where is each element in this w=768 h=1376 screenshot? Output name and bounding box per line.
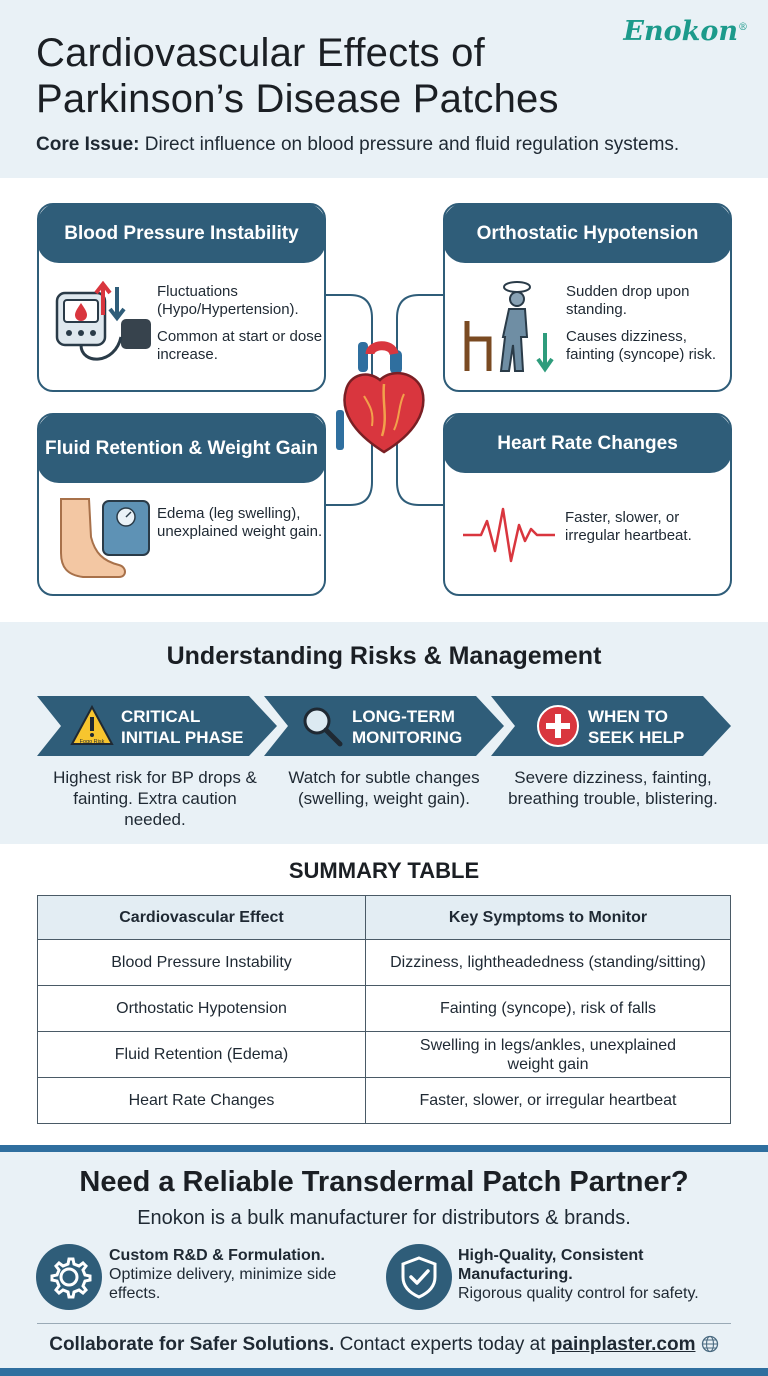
registered-mark: ® [738,22,748,33]
core-issue-label: Core Issue: [36,134,140,155]
heartbeat-line-icon [463,507,555,563]
cta-section [0,1152,768,1368]
magnifier-icon [303,707,343,747]
feature-manufacturing-title: High-Quality, Consistent Manufacturing. [458,1247,644,1283]
card-fluid-retention-text: Edema (leg swelling), unexplained weight… [157,505,323,550]
table-row: Blood Pressure Instability Dizziness, li… [37,939,731,986]
footer-bottom-bar [0,1368,768,1376]
gear-icon [36,1244,102,1310]
risk-desc-3: Severe dizziness, fainting, breathing tr… [508,768,718,808]
table-cell-symptoms: Swelling in legs/ankles, unexplained wei… [365,1031,731,1078]
cta-subtitle: Enokon is a bulk manufacturer for distri… [137,1207,631,1229]
feature-manufacturing-text: Rigorous quality control for safety. [458,1285,699,1302]
card-orthostatic-line1: Sudden drop upon standing. [566,283,690,318]
card-heart-rate: Heart Rate Changes Faster, slower, or ir… [443,413,732,596]
footer-divider [37,1323,731,1324]
cta-title: Need a Reliable Transdermal Patch Partne… [79,1166,689,1198]
card-fluid-retention-title: Fluid Retention & Weight Gain [37,413,326,483]
table-header-symptoms: Key Symptoms to Monitor [365,895,731,940]
cta-top-bar [0,1145,768,1152]
risk-desc-2: Watch for subtle changes (swelling, weig… [288,768,480,808]
card-fluid-retention: Fluid Retention & Weight Gain Edema (leg… [37,413,326,596]
card-orthostatic: Orthostatic Hypotension Sudden drop upon… [443,203,732,392]
medical-cross-icon [537,705,579,747]
table-cell-effect: Fluid Retention (Edema) [37,1031,366,1078]
header-section [0,0,768,178]
foot-and-scale-icon [60,498,150,578]
table-row: Orthostatic Hypotension Fainting (syncop… [37,985,731,1032]
card-orthostatic-text: Sudden drop upon standing. Causes dizzin… [566,283,730,373]
table-cell-symptoms: Faster, slower, or irregular heartbeat [365,1077,731,1124]
footer-text: Contact experts today at [339,1334,546,1355]
card-blood-pressure-text: Fluctuations (Hypo/Hypertension). Common… [157,283,323,373]
footer-cta: Collaborate for Safer Solutions. Contact… [0,1334,768,1356]
brand-name: Enokon [623,16,738,47]
card-orthostatic-title: Orthostatic Hypotension [443,203,732,263]
brand-logo[interactable]: Enokon® [623,16,748,47]
card-blood-pressure-line1: Fluctuations (Hypo/Hypertension). [157,283,299,318]
card-fluid-retention-line1: Edema (leg swelling), unexplained weight… [157,505,323,540]
card-blood-pressure-line2: Common at start or dose increase. [157,328,323,363]
risk-label-1: CRITICAL INITIAL PHASE [121,707,244,747]
card-blood-pressure: Blood Pressure Instability Fluctuations … [37,203,326,392]
risk-label-2: LONG-TERM MONITORING [352,707,463,747]
footer-link[interactable]: painplaster.com [550,1334,696,1355]
card-orthostatic-line2: Causes dizziness, fainting (syncope) ris… [566,328,717,363]
card-heart-rate-line1: Faster, slower, or irregular heartbeat. [565,509,692,544]
core-issue-text: Direct influence on blood pressure and f… [144,134,680,155]
risk-desc-1: Highest risk for BP drops & fainting. Ex… [53,768,257,829]
connector-lines [326,294,443,506]
globe-icon [701,1335,718,1353]
table-header-row: Cardiovascular Effect Key Symptoms to Mo… [37,895,731,940]
feature-rnd-text: Optimize delivery, minimize side effects… [109,1266,337,1302]
table-cell-effect: Orthostatic Hypotension [37,985,366,1032]
summary-title: SUMMARY TABLE [288,858,480,883]
warning-icon: Fogo Risk [70,704,114,745]
card-heart-rate-title: Heart Rate Changes [443,413,732,473]
feature-rnd-title: Custom R&D & Formulation. [109,1247,325,1264]
table-cell-effect: Blood Pressure Instability [37,939,366,986]
anatomical-heart-icon [336,341,425,454]
table-cell-effect: Heart Rate Changes [37,1077,366,1124]
footer-bold: Collaborate for Safer Solutions. [49,1334,335,1355]
table-cell-symptoms: Fainting (syncope), risk of falls [365,985,731,1032]
warning-badge-text: Fogo Risk [80,739,105,745]
feature-rnd: Custom R&D & Formulation. Optimize deliv… [109,1246,359,1303]
risk-label-3: WHEN TO SEEK HELP [588,707,685,747]
table-row: Heart Rate Changes Faster, slower, or ir… [37,1077,731,1124]
shield-check-icon [386,1244,452,1310]
core-issue: Core Issue: Direct influence on blood pr… [36,134,679,156]
card-heart-rate-text: Faster, slower, or irregular heartbeat. [565,509,729,554]
table-cell-symptoms: Dizziness, lightheadedness (standing/sit… [365,939,731,986]
page-title: Cardiovascular Effects of Parkinson’s Di… [36,31,559,121]
feature-manufacturing: High-Quality, Consistent Manufacturing. … [458,1246,738,1303]
blood-pressure-monitor-icon [55,281,151,361]
card-blood-pressure-title: Blood Pressure Instability [37,203,326,263]
dizzy-person-standing-icon [464,281,554,373]
table-header-effect: Cardiovascular Effect [37,895,366,940]
table-row: Fluid Retention (Edema) Swelling in legs… [37,1031,731,1078]
summary-table: Cardiovascular Effect Key Symptoms to Mo… [37,895,731,1124]
risks-title: Understanding Risks & Management [166,642,602,670]
